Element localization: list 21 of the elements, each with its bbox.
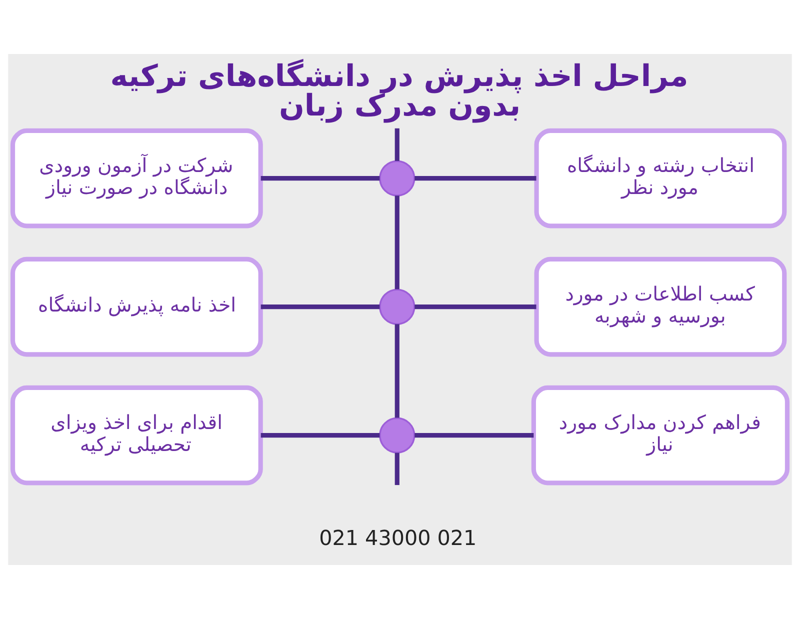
connector (394, 452, 400, 485)
node-box: فراهم کردن مدارک مورد نیاز (531, 384, 790, 485)
connector (260, 176, 380, 180)
connector (414, 432, 534, 438)
node-circle (379, 288, 416, 324)
diagram-title: مراحل اخذ پذیرش در دانشگاه‌های ترکیه بدون مدرک زبان (110, 58, 688, 124)
connector (394, 195, 400, 289)
connector (260, 432, 380, 438)
connector (394, 324, 400, 418)
label: 021 43000 021 (319, 525, 477, 550)
connector (260, 304, 380, 309)
node-box: اخذ نامه پذیرش دانشگاه (10, 256, 263, 356)
node-circle (379, 160, 416, 196)
node-circle (379, 416, 416, 453)
connector (414, 304, 536, 309)
connector (414, 176, 536, 180)
node-box: شرکت در آزمون ورودی دانشگاه در صورت نیاز (10, 128, 263, 228)
node-box: انتخاب رشته و دانشگاه مورد نظر (534, 128, 787, 228)
node-box: اقدام برای اخذ ویزای تحصیلی ترکیه (10, 384, 263, 485)
connector (394, 128, 400, 160)
node-box: کسب اطلاعات در مورد بورسیه و شهربه (534, 256, 787, 356)
